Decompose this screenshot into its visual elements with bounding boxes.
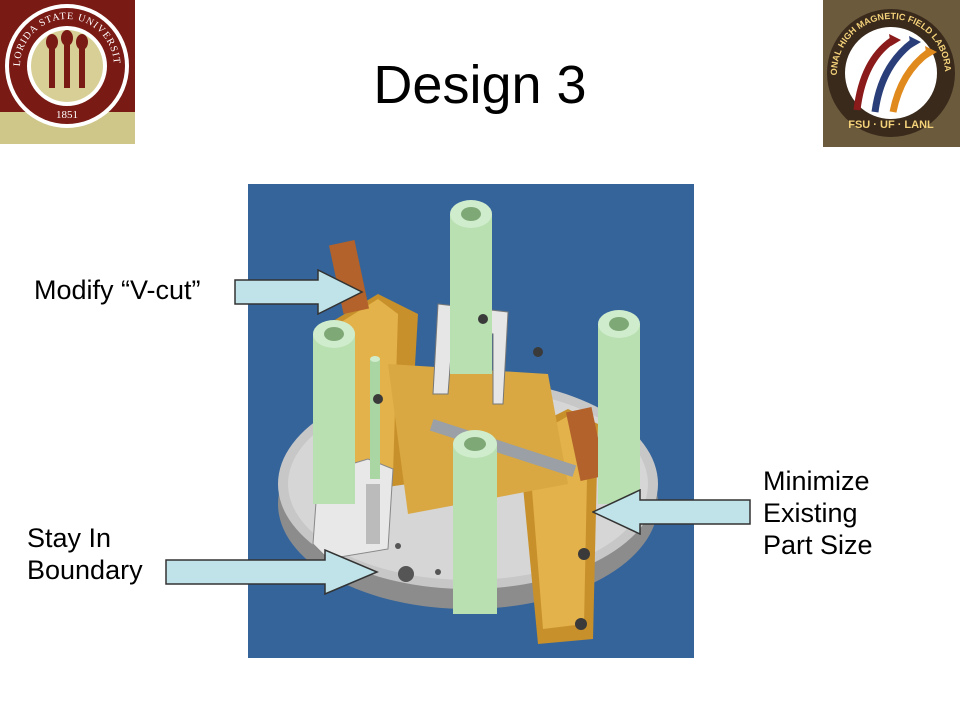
callout-modify-v-cut: Modify “V-cut” (34, 275, 201, 305)
slide-title: Design 3 (373, 55, 587, 115)
callout-stay-line2: Boundary (27, 554, 143, 585)
callout-minimize-line1: Minimize (763, 466, 870, 496)
callout-minimize-part-size: Minimize Existing Part Size (763, 466, 873, 562)
fsu-year-text: 1851 (56, 109, 78, 121)
modify-v-cut-arrow (234, 268, 364, 316)
callout-stay-line1: Stay In (27, 523, 112, 553)
fsu-seal-logo: 1851 FLORIDA STATE UNIVERSITY (0, 0, 135, 144)
callout-stay-in-boundary: Stay In Boundary (27, 523, 143, 587)
callout-minimize-line2: Existing (763, 497, 858, 528)
callout-minimize-line3: Part Size (763, 529, 873, 560)
minimize-part-size-arrow (591, 488, 751, 536)
stay-in-boundary-arrow (165, 548, 379, 596)
nhmfl-logo: NATIONAL HIGH MAGNETIC FIELD LABORATORY … (819, 0, 960, 147)
svg-text:FSU · UF · LANL: FSU · UF · LANL (848, 119, 934, 131)
